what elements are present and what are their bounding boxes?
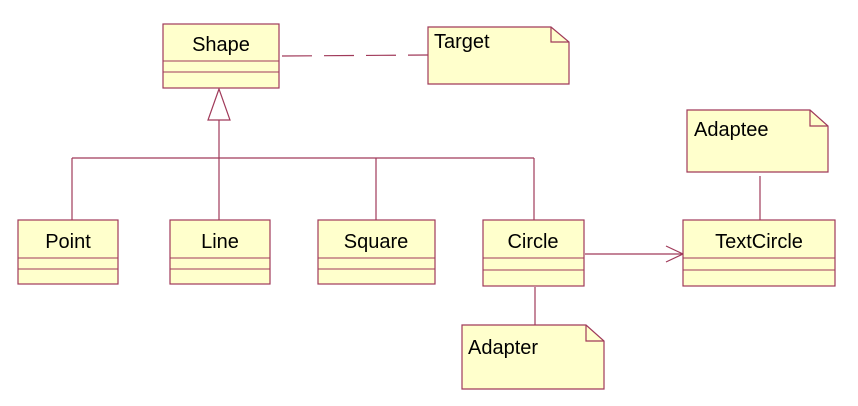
target-note-link bbox=[281, 54, 429, 57]
note-target: Target bbox=[427, 26, 570, 85]
class-shape-name: Shape bbox=[192, 34, 250, 56]
class-circle[interactable]: Circle bbox=[482, 219, 585, 287]
class-point-name: Point bbox=[45, 231, 91, 253]
note-adapter-label: Adapter bbox=[468, 337, 538, 359]
class-shape[interactable]: Shape bbox=[162, 23, 280, 89]
generalization-arrowhead bbox=[207, 87, 231, 121]
note-target-label: Target bbox=[434, 31, 490, 53]
class-point[interactable]: Point bbox=[17, 219, 119, 285]
class-line-name: Line bbox=[201, 231, 239, 253]
note-adaptee: Adaptee bbox=[686, 109, 829, 173]
note-adaptee-label: Adaptee bbox=[694, 119, 769, 141]
class-square[interactable]: Square bbox=[317, 219, 436, 285]
association-arrow bbox=[585, 245, 685, 263]
class-textcircle-name: TextCircle bbox=[715, 231, 803, 253]
class-line[interactable]: Line bbox=[169, 219, 271, 285]
generalization-connector bbox=[71, 87, 535, 220]
class-textcircle[interactable]: TextCircle bbox=[682, 219, 836, 287]
note-adapter: Adapter bbox=[461, 324, 605, 390]
class-square-name: Square bbox=[344, 231, 409, 253]
class-circle-name: Circle bbox=[507, 231, 558, 253]
